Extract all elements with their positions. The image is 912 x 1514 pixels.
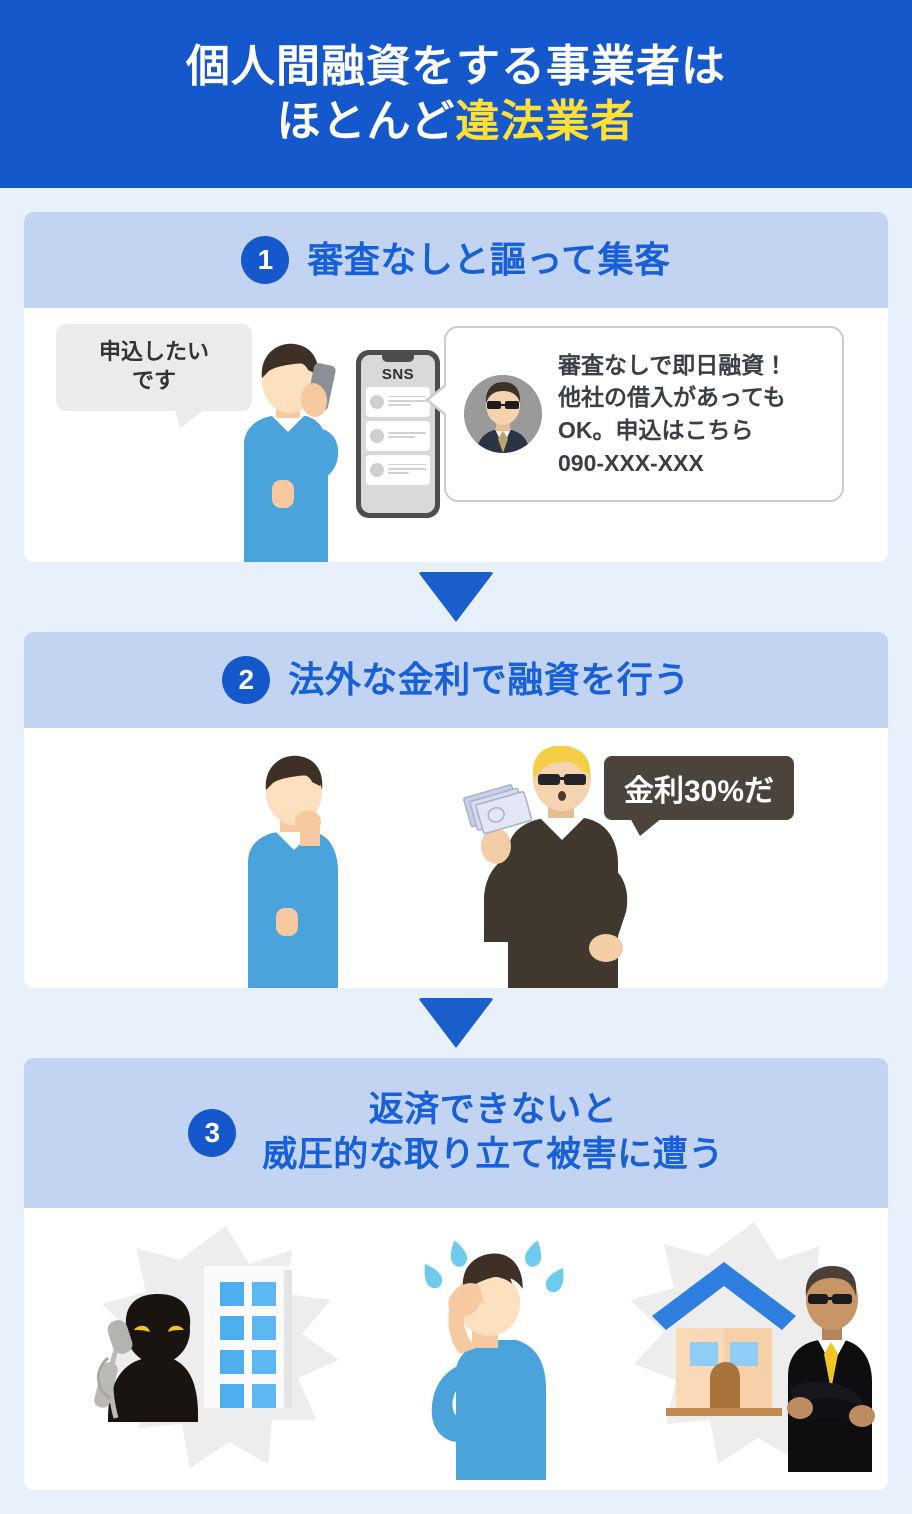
post-avatar-icon bbox=[370, 395, 384, 409]
sns-post-item bbox=[366, 421, 430, 451]
lender-with-money-illustration bbox=[463, 746, 628, 988]
sns-post-item bbox=[366, 387, 430, 417]
step-1-number-badge: 1 bbox=[241, 236, 290, 284]
borrower-bubble-line2: です bbox=[131, 367, 176, 393]
header-title-plain: ほとんど bbox=[276, 97, 456, 146]
step-3-title-line1: 返済できないと bbox=[368, 1090, 618, 1130]
steps-container: 1 審査なしと謳って集客 申込したい です bbox=[0, 212, 912, 1490]
triangle-down-icon bbox=[418, 572, 494, 622]
header-title-line1: 個人間融資をする事業者は bbox=[186, 41, 726, 91]
step-1-title: 審査なしと謳って集客 bbox=[307, 238, 671, 280]
phone-app-label: SNS bbox=[381, 366, 415, 383]
step-2-header: 2 法外な金利で融資を行う bbox=[24, 632, 888, 728]
post-text-lines bbox=[388, 395, 426, 408]
step-3-title-line2: 威圧的な取り立て被害に遭う bbox=[262, 1135, 724, 1174]
borrower-thinking-illustration bbox=[248, 755, 338, 988]
phone-notch bbox=[382, 355, 414, 362]
step-2-number-badge: 2 bbox=[222, 656, 271, 704]
phone-screen: SNS bbox=[361, 355, 435, 513]
step-card-2: 2 法外な金利で融資を行う bbox=[24, 632, 888, 988]
ad-line-3: OK。申込はこちら bbox=[558, 417, 754, 443]
sns-post-item bbox=[366, 455, 430, 485]
step-3-title: 返済できないと 威圧的な取り立て被害に遭う bbox=[262, 1088, 724, 1178]
step-2-title: 法外な金利で融資を行う bbox=[288, 658, 690, 700]
step-connector-arrow-2 bbox=[0, 988, 912, 1058]
distressed-borrower-illustration bbox=[424, 1240, 564, 1480]
borrower-bubble-line1: 申込したい bbox=[98, 339, 209, 364]
step-1-body: 申込したい です bbox=[24, 308, 888, 562]
post-avatar-icon bbox=[370, 429, 384, 443]
lender-speech-bubble: 金利30%だ bbox=[604, 756, 795, 836]
step-1-header: 1 審査なしと謳って集客 bbox=[24, 212, 888, 308]
post-text-lines bbox=[388, 431, 426, 440]
step-card-3: 3 返済できないと 威圧的な取り立て被害に遭う bbox=[24, 1058, 888, 1490]
borrower-speech-bubble: 申込したい です bbox=[56, 324, 252, 429]
ad-line-4: 090-XXX-XXX bbox=[558, 449, 704, 476]
step-2-body: 金利30%だ bbox=[24, 728, 888, 988]
step-3-body bbox=[24, 1208, 888, 1490]
step-3-number-badge: 3 bbox=[188, 1109, 237, 1157]
loan-ad-callout: 審査なしで即日融資！ 他社の借入があっても OK。申込はこちら 090-XXX-… bbox=[425, 326, 844, 502]
loan-ad-text: 審査なしで即日融資！ 他社の借入があっても OK。申込はこちら 090-XXX-… bbox=[558, 349, 787, 480]
borrower-on-phone-illustration bbox=[244, 343, 339, 562]
header-title-line2: ほとんど違法業者 bbox=[277, 96, 636, 147]
threatening-collector-scene bbox=[94, 1226, 339, 1468]
sns-phone: SNS bbox=[356, 350, 440, 518]
post-text-lines bbox=[388, 463, 426, 476]
step-3-header: 3 返済できないと 威圧的な取り立て被害に遭う bbox=[24, 1058, 888, 1208]
ad-line-1: 審査なしで即日融資！ bbox=[558, 351, 788, 378]
ad-line-2: 他社の借入があっても bbox=[558, 384, 786, 411]
header-title-accent: 違法業者 bbox=[455, 97, 636, 146]
page-header: 個人間融資をする事業者は ほとんど違法業者 bbox=[0, 0, 912, 188]
step-connector-arrow-1 bbox=[0, 562, 912, 632]
post-avatar-icon bbox=[370, 463, 384, 477]
step-card-1: 1 審査なしと謳って集客 申込したい です bbox=[24, 212, 888, 562]
ad-avatar-sunglasses-icon bbox=[464, 375, 542, 453]
home-visit-collector-scene bbox=[630, 1222, 875, 1472]
triangle-down-icon bbox=[418, 998, 494, 1048]
